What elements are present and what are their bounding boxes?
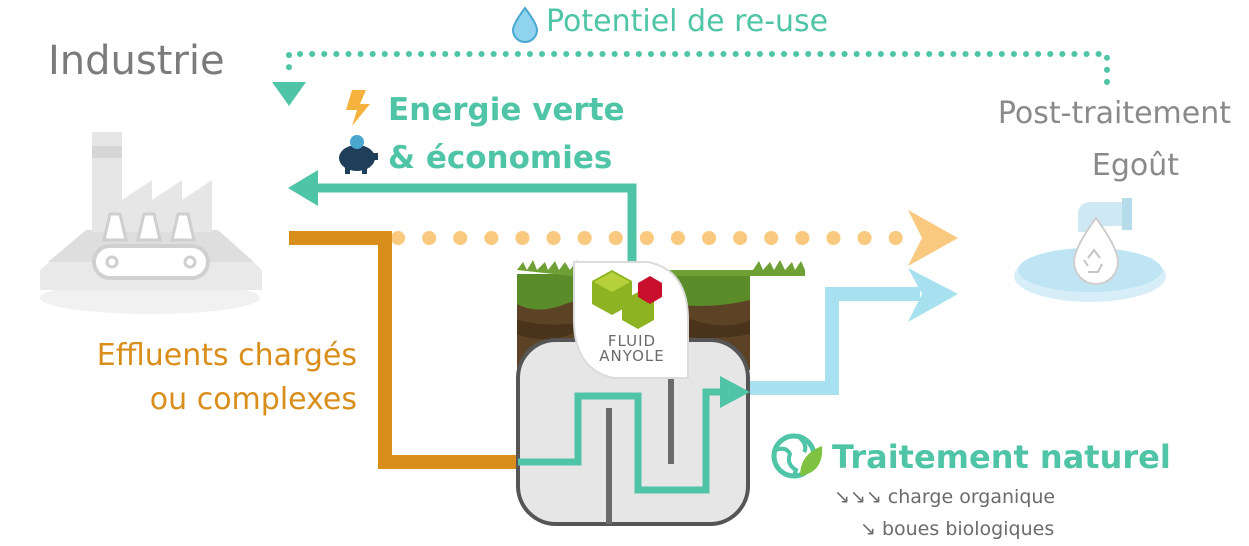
potentiel-reuse-label: Potentiel de re-use	[546, 4, 829, 39]
post-traitement-label: Post-traitement	[997, 96, 1231, 131]
factory-icon	[40, 132, 262, 314]
reuse-dotted-path	[286, 51, 1110, 85]
industrie-label: Industrie	[48, 38, 225, 84]
effluents-line2: ou complexes	[149, 382, 357, 417]
lightning-icon	[346, 90, 370, 126]
logo-text: FLUID ANYOLE	[582, 334, 682, 364]
logo-line2: ANYOLE	[599, 347, 665, 365]
boues-biologiques-label: ↘ boues biologiques	[860, 518, 1055, 540]
piggy-bank-icon	[339, 135, 378, 174]
effluent-pipe	[289, 231, 525, 469]
tank-flow-path	[518, 388, 728, 494]
direct-discharge-arrowhead	[908, 210, 958, 266]
tank-flow-arrowhead	[720, 376, 750, 408]
fluidanyole-logo	[573, 261, 689, 379]
recycle-drop-icon	[1072, 216, 1120, 285]
water-drop-icon	[511, 6, 539, 43]
effluents-block: Effluents chargés ou complexes	[97, 334, 357, 422]
treated-water-arrowhead	[908, 268, 958, 322]
effluents-line1: Effluents chargés	[96, 338, 357, 373]
charge-organique-label: ↘↘↘ charge organique	[834, 486, 1056, 508]
energy-return-arrowhead	[288, 170, 318, 206]
globe-leaf-icon	[771, 433, 823, 479]
post-traitement-block: Post-traitement Egoût	[998, 88, 1231, 192]
energie-block: Energie verte & économies	[388, 86, 625, 182]
reuse-arrowhead	[272, 82, 306, 106]
economies-label: & économies	[388, 140, 613, 176]
treated-water-path	[746, 287, 920, 395]
traitement-naturel-label: Traitement naturel	[832, 438, 1171, 476]
egout-label: Egoût	[1091, 148, 1179, 183]
energy-return-path	[312, 183, 637, 262]
energie-verte-label: Energie verte	[388, 92, 625, 128]
logo-line1: FLUID	[607, 332, 657, 350]
